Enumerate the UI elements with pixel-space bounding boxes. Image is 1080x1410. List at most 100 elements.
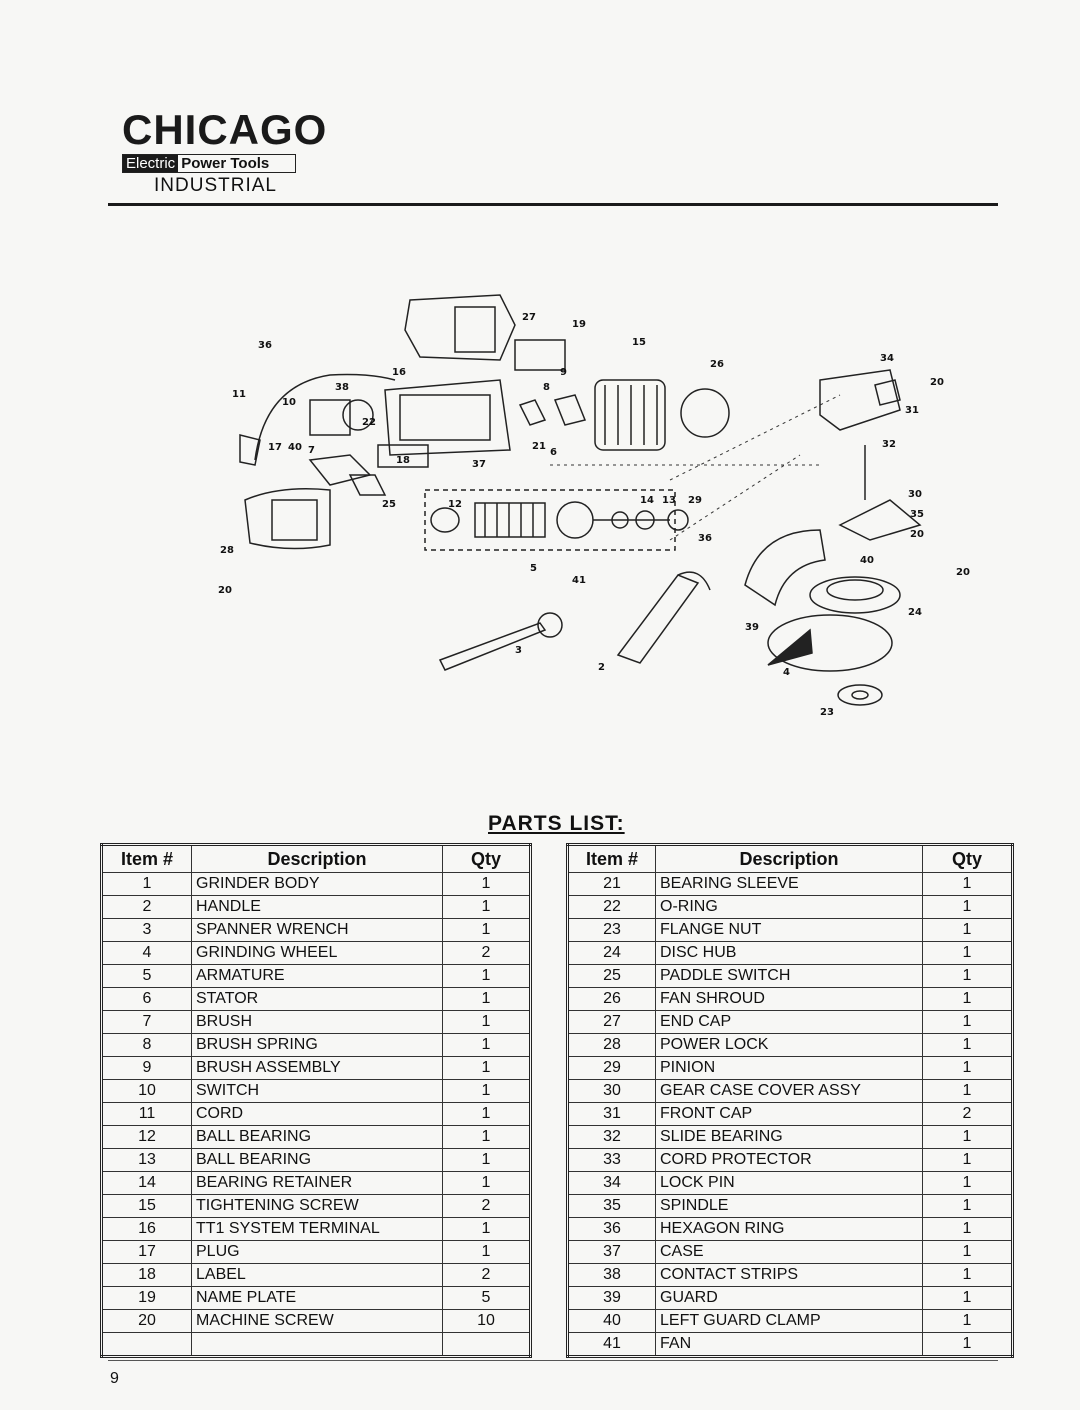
item-qty: 1: [922, 1125, 1013, 1149]
callout: 27: [522, 312, 536, 323]
item-qty: 1: [442, 1079, 531, 1103]
item-qty: [442, 1332, 531, 1357]
item-number: 10: [101, 1079, 192, 1103]
item-qty: 1: [442, 1171, 531, 1195]
item-description: BRUSH: [191, 1010, 443, 1034]
item-description: BALL BEARING: [191, 1148, 443, 1172]
item-qty: 1: [922, 941, 1013, 965]
header-item: Item #: [101, 844, 192, 873]
item-number: 31: [567, 1102, 656, 1126]
item-qty: 1: [922, 1286, 1013, 1310]
item-qty: 1: [922, 1217, 1013, 1241]
item-number: 28: [567, 1033, 656, 1057]
callout: 20: [930, 377, 944, 388]
header-description: Description: [191, 844, 443, 873]
item-qty: 1: [922, 1332, 1013, 1357]
item-qty: 1: [442, 1148, 531, 1172]
item-description: TT1 SYSTEM TERMINAL: [191, 1217, 443, 1241]
item-description: SPANNER WRENCH: [191, 918, 443, 942]
item-qty: 1: [442, 872, 531, 896]
item-qty: 1: [442, 895, 531, 919]
header-rule: [108, 203, 998, 206]
header-item: Item #: [567, 844, 656, 873]
item-number: 22: [567, 895, 656, 919]
parts-list-title: PARTS LIST:: [488, 812, 625, 835]
item-description: TIGHTENING SCREW: [191, 1194, 443, 1218]
callout: 10: [282, 397, 296, 408]
item-description: DISC HUB: [655, 941, 923, 965]
item-qty: 1: [922, 895, 1013, 919]
item-description: BRUSH ASSEMBLY: [191, 1056, 443, 1080]
item-description: CONTACT STRIPS: [655, 1263, 923, 1287]
callout: 29: [688, 495, 702, 506]
item-description: [191, 1332, 443, 1357]
callout: 12: [448, 499, 462, 510]
callout: 38: [335, 382, 349, 393]
item-qty: 2: [442, 1194, 531, 1218]
item-description: BALL BEARING: [191, 1125, 443, 1149]
item-qty: 2: [442, 941, 531, 965]
item-number: 7: [101, 1010, 192, 1034]
item-description: CORD PROTECTOR: [655, 1148, 923, 1172]
callout: 11: [232, 389, 246, 400]
item-description: PADDLE SWITCH: [655, 964, 923, 988]
item-number: 35: [567, 1194, 656, 1218]
item-description: SLIDE BEARING: [655, 1125, 923, 1149]
callout: 24: [908, 607, 922, 618]
item-number: 6: [101, 987, 192, 1011]
item-number: 16: [101, 1217, 192, 1241]
item-description: FRONT CAP: [655, 1102, 923, 1126]
item-description: CORD: [191, 1102, 443, 1126]
item-description: LABEL: [191, 1263, 443, 1287]
callout: 34: [880, 353, 894, 364]
table-header-row: Item # Description Qty: [101, 844, 531, 873]
item-qty: 1: [922, 918, 1013, 942]
item-qty: 1: [922, 964, 1013, 988]
item-number: 36: [567, 1217, 656, 1241]
callout: 13: [662, 495, 676, 506]
item-description: GEAR CASE COVER ASSY: [655, 1079, 923, 1103]
item-number: 34: [567, 1171, 656, 1195]
callout: 17: [268, 442, 282, 453]
item-description: END CAP: [655, 1010, 923, 1034]
item-number: 33: [567, 1148, 656, 1172]
item-number: 24: [567, 941, 656, 965]
logo-brand: CHICAGO: [122, 106, 328, 153]
item-description: CASE: [655, 1240, 923, 1264]
item-qty: 1: [442, 1010, 531, 1034]
item-number: 17: [101, 1240, 192, 1264]
item-number: 27: [567, 1010, 656, 1034]
item-qty: 1: [442, 1217, 531, 1241]
callout: 20: [218, 585, 232, 596]
table-header-row: Item # Description Qty: [567, 844, 1013, 873]
header-qty: Qty: [442, 844, 531, 873]
item-number: 29: [567, 1056, 656, 1080]
item-description: BRUSH SPRING: [191, 1033, 443, 1057]
exploded-parts-diagram: 27 19 36 15 26 34 20 16 9 11 38 8 31 10 …: [218, 294, 970, 718]
item-number: 41: [567, 1332, 656, 1357]
item-description: STATOR: [191, 987, 443, 1011]
callout: 9: [560, 367, 567, 378]
brand-logo: CHICAGO Electric Power Tools INDUSTRIAL: [122, 108, 327, 197]
item-number: 1: [101, 872, 192, 896]
header-description: Description: [655, 844, 923, 873]
callout: 40: [288, 442, 302, 453]
